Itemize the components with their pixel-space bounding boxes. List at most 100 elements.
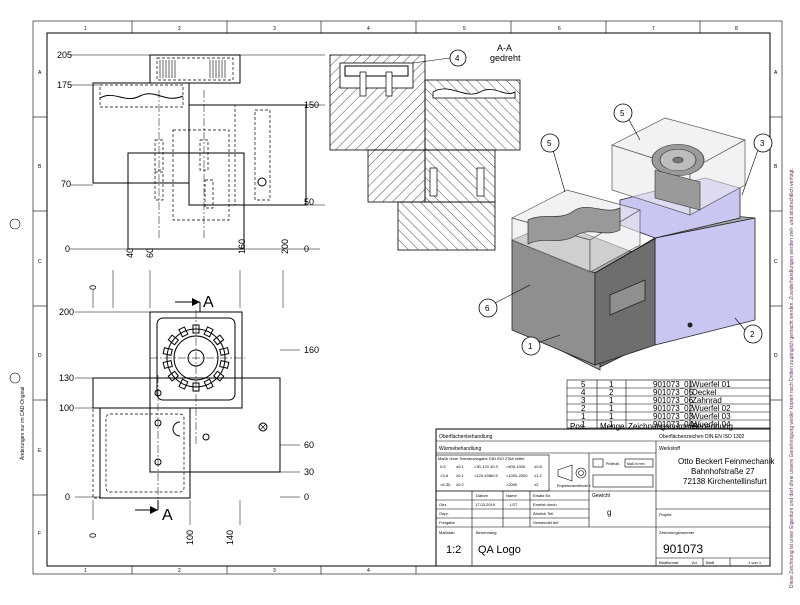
isometric-view: 1 2 3 5 5 6 — [478, 103, 773, 371]
projection-symbol: Projektionsmethode 1 — [557, 464, 591, 488]
bom-header-name: Benennung — [692, 422, 733, 431]
bom-cell-qty: 1 — [609, 420, 614, 429]
designation-value: QA Logo — [478, 544, 521, 556]
tolerance-cell: ±0.3 — [490, 464, 499, 469]
bom-cell-name: Deckel — [692, 388, 717, 397]
dim-right-30: 30 — [304, 467, 314, 477]
page-value: 1 von 1 — [748, 560, 762, 565]
label-replaced: Ersetzt durch — [533, 502, 557, 507]
col-label: 6 — [558, 26, 561, 32]
bom-cell-pos: 1 — [581, 420, 586, 429]
section-arrow-top-label: A — [203, 294, 214, 311]
bom-header-pos: Pos. — [570, 422, 586, 431]
bom-cell-name: Zahnrad — [692, 396, 722, 405]
bom-cell-pos: 5 — [581, 380, 586, 389]
balloon-5a: 5 — [620, 109, 625, 118]
col-label: 7 — [652, 26, 655, 32]
tolerance-cell: ±0.5 — [490, 473, 499, 478]
row-label: C — [774, 259, 778, 265]
tolerance-cell: >2000 — [506, 482, 518, 487]
col-label: 3 — [273, 568, 276, 574]
tolerance-cell: ±0.2 — [456, 482, 465, 487]
label-projection: Projektionsmethode 1 — [557, 484, 591, 488]
drawn-date: 17.03.2019 — [475, 502, 496, 507]
tol-title: Maße ohne Toleranzangabe DIN ISO 2768 mi… — [438, 456, 525, 461]
dim-top-160: 160 — [237, 239, 247, 254]
label-material: Werkstoff — [659, 446, 681, 452]
label-mass-mm: Maß in mm — [627, 462, 645, 466]
row-label: D — [38, 353, 42, 359]
outer-frame — [32, 20, 783, 575]
label-drawn: Gez. — [439, 502, 447, 507]
tolerance-cell: >3-6 — [440, 473, 449, 478]
dim-175: 175 — [57, 80, 72, 90]
label-project: Projekt — [659, 512, 672, 517]
balloon-5b: 5 — [547, 139, 552, 148]
row-label: A — [38, 70, 42, 76]
section-view-aa: A-A gedreht 4 — [329, 43, 521, 251]
dim-bottom-100: 100 — [185, 530, 195, 545]
bom-cell-qty: 1 — [609, 396, 614, 405]
scale-value: 1:2 — [446, 544, 461, 556]
dim-150: 150 — [304, 100, 319, 110]
label-similar: Ähnlich Teil — [533, 511, 553, 516]
tolerance-cell: >120-400 — [474, 473, 492, 478]
title-block: Oberflächenbehandlung Wärmebehandlung Ob… — [435, 428, 775, 567]
label-designation: Benennung — [476, 530, 496, 535]
tolerance-cell: ±1.2 — [534, 473, 543, 478]
row-label: C — [38, 259, 42, 265]
row-markers: A B C D E F A B C D — [33, 70, 782, 537]
label-scale: Maßstab — [439, 530, 455, 535]
col-label: 3 — [273, 26, 276, 32]
col-label: 1 — [84, 26, 87, 32]
section-label: A-A — [497, 43, 512, 53]
right-margin-copyright-note: Diese Zeichnung ist unser Eigentum und d… — [789, 168, 795, 588]
dim-left-130: 130 — [59, 373, 74, 383]
bom-header-qty: Menge — [600, 422, 625, 431]
label-used: Verwendet bei — [533, 520, 558, 525]
balloon-1: 1 — [528, 342, 533, 351]
sheet-format: A4 — [692, 560, 698, 565]
punch-hole — [9, 372, 21, 384]
dim-left-100: 100 — [59, 403, 74, 413]
dim-left-200: 200 — [59, 307, 74, 317]
row-label: D — [774, 353, 778, 359]
col-label: 8 — [735, 26, 738, 32]
dim-top-200: 200 — [280, 239, 290, 254]
col-label: 2 — [178, 26, 181, 32]
left-margin-note: Änderungen nur im CAD-Original — [19, 387, 26, 460]
col-label: 1 — [84, 568, 87, 574]
tolerance-cell: >1000-2000 — [506, 473, 528, 478]
tolerance-cell: >6-30 — [440, 482, 451, 487]
label-checked: Gepr. — [439, 511, 449, 516]
label-surface-sign: Oberflächenzeichen DIN EN ISO 1302 — [659, 434, 745, 440]
inner-frame — [46, 32, 771, 567]
dim-0-right: 0 — [304, 244, 309, 254]
bom-cell-qty: 2 — [609, 388, 614, 397]
bom-cell-number: 901073_03 — [653, 412, 694, 421]
label-page: Blatt — [706, 560, 715, 565]
bom-cell-name: Wuerfel 01 — [692, 380, 731, 389]
dim-top-0: 0 — [88, 285, 98, 290]
weight-unit: g — [607, 508, 611, 517]
dim-205: 205 — [57, 50, 72, 60]
tolerance-cell: >400-1000 — [506, 464, 526, 469]
dim-top-40: 40 — [125, 248, 135, 258]
bom-cell-number: 901073_02 — [653, 404, 694, 413]
bom-cell-pos: 4 — [581, 388, 586, 397]
section-sublabel: gedreht — [490, 53, 521, 63]
tolerance-cell: ±0.8 — [534, 464, 543, 469]
tolerance-cell: ±2 — [534, 482, 539, 487]
dim-bottom-0: 0 — [88, 533, 98, 538]
label-sheet-format: Blattformat — [659, 560, 679, 565]
label-name: Name — [506, 493, 517, 498]
dim-right-160: 160 — [304, 345, 319, 355]
drawn-name: LST — [510, 502, 518, 507]
section-arrow-bottom-label: A — [162, 507, 173, 524]
dim-bottom-140: 140 — [225, 530, 235, 545]
dim-0: 0 — [65, 244, 70, 254]
tolerance-cell: ±0.1 — [456, 464, 465, 469]
front-view: 205 175 70 0 — [57, 50, 325, 254]
balloon-2: 2 — [750, 330, 755, 339]
